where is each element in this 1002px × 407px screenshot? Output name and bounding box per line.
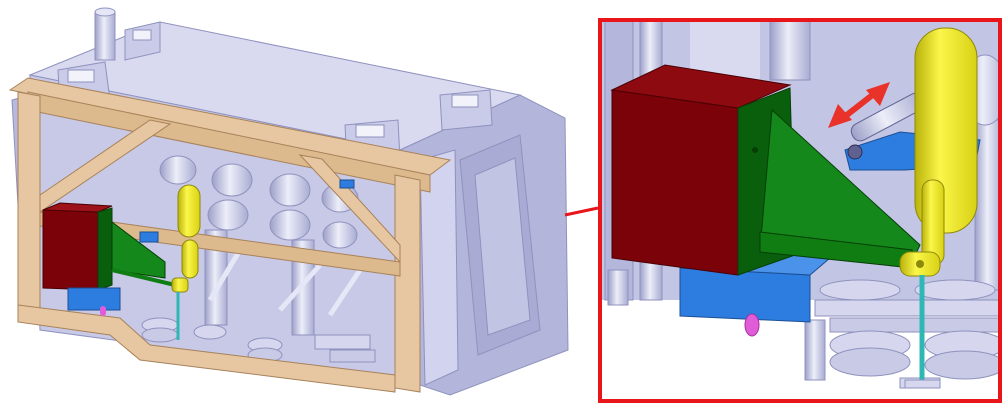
zoom-frame [598,18,1002,403]
chimney-tall [94,11,116,61]
yellow-foot [171,277,189,293]
blue-base-front [679,267,811,323]
top-block-1-hole [132,29,152,41]
fixture-disc [924,350,1002,380]
zoom-yellow-actuator [899,27,978,277]
right-panel [598,18,1002,403]
red-block-front [611,89,739,276]
yellow-actuator [171,184,201,293]
red-block-top [42,202,113,213]
double-arrow [828,82,890,128]
red-block-front [42,209,99,291]
zoom-leader-line [564,206,599,217]
blue-base-box [67,287,121,311]
green-gusset [111,220,166,279]
cylinder-face [269,173,311,207]
fixture-plate [314,334,371,350]
body-right-rib-inner [474,157,531,336]
fixture-plate [829,317,1001,333]
diagonal-strut [278,263,322,312]
zoom-pipe [769,20,811,81]
frame-diagonal-1 [39,119,172,213]
red-block-top [610,64,792,109]
cylinder-face [322,221,358,249]
zoom-green-bracket [737,87,921,276]
frame-right-post [394,174,421,393]
fixture-disc [819,279,901,301]
frame-left-post [17,91,41,326]
left-panel [8,7,569,396]
grey-cylinders [141,155,376,363]
bracket-bolt [752,147,758,153]
diagonal-strut [327,268,363,317]
cylinder-face [269,209,311,241]
blue-base [67,179,355,311]
magenta-probe [100,306,106,316]
diagonal-strut [207,248,243,302]
arm-pivot [847,144,863,160]
cylinder-face [211,163,253,197]
yellow-cylinder [181,239,199,279]
green-plate [97,207,113,291]
fixture-post [804,319,826,381]
arrow-head-right [866,82,890,106]
fixture-post [607,269,629,306]
arrow-shaft [841,90,877,121]
arrow-head-left [828,104,852,128]
frame-bottom-beam [17,304,396,393]
yellow-foot-hole [916,260,924,268]
blue-small-tab [339,179,355,189]
top-block-2-hole [67,69,95,83]
yellow-cylinder [177,184,201,238]
fixture-plate [329,349,376,363]
wooden-frame [8,77,452,393]
fixture-disc [193,324,227,340]
chimney-tall-top [94,7,116,17]
zoom-magenta-probe [744,313,760,337]
cylinder-face [207,199,249,231]
cylinder-face [159,155,197,185]
top-block-3-hole [451,94,479,108]
frame-diagonal-2 [298,154,401,264]
fixture-plate [814,299,1001,317]
fixture-disc [829,347,911,377]
green-arm [111,268,176,287]
top-block-4-hole [355,124,385,138]
frame-mid-beam [39,211,401,277]
body-side-panel [419,149,459,386]
blue-small-tab [139,231,159,243]
zoom-teal-base [904,379,941,389]
fixture-disc [141,327,179,343]
fixture-disc [914,279,996,301]
green-bracket [97,207,176,291]
